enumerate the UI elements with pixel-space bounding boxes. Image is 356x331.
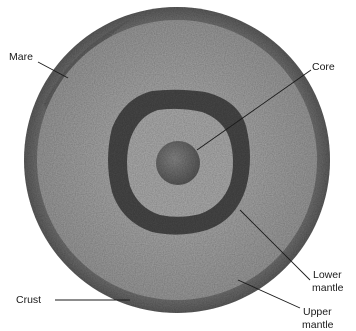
upper-mantle-label-line2: mantle [302, 319, 334, 331]
upper-mantle-label-line1: Upper [303, 306, 332, 318]
mare-label: Mare [9, 51, 33, 63]
lower-mantle-label-line2: mantle [312, 282, 344, 294]
lower-mantle-label-line1: Lower [313, 269, 342, 281]
core-label: Core [312, 61, 335, 73]
core-layer [156, 141, 200, 185]
moon-layers [24, 7, 330, 313]
crust-label: Crust [16, 294, 41, 306]
